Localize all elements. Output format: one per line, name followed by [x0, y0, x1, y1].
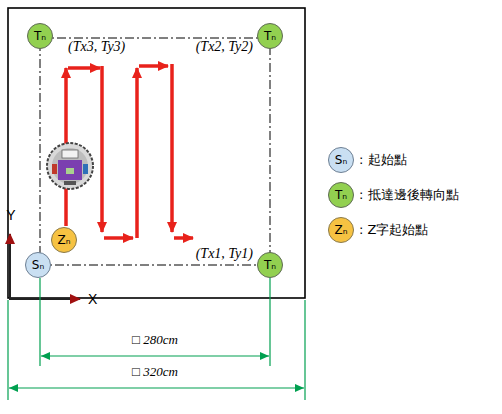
waypoint-label: Tₙ [264, 259, 276, 271]
waypoint-label: Sₙ [32, 259, 44, 271]
waypoint-circle: Tₙ [257, 23, 283, 49]
field-border [8, 8, 305, 298]
waypoint-circle: Sₙ [25, 252, 51, 278]
waypoint-circle: Zₙ [51, 227, 77, 253]
robot-icon [47, 143, 93, 189]
waypoint-label: Sₙ [335, 154, 347, 166]
legend-text: : Z字起始點 [359, 223, 428, 238]
waypoint-label: Zₙ [334, 224, 347, 236]
waypoint-label: Tₙ [264, 30, 276, 42]
waypoint-label: Tₙ [34, 30, 46, 42]
legend-text: : 起始點 [359, 153, 407, 168]
coordinate-label: (Tx3, Ty3) [66, 39, 127, 55]
legend-text: : 抵達邊後轉向點 [359, 188, 459, 203]
dimension-lines [8, 278, 305, 400]
waypoint-circle: Tₙ [257, 252, 283, 278]
path-boundary [40, 38, 270, 265]
waypoint-circle: Tₙ [328, 182, 354, 208]
waypoint-label: Zₙ [57, 234, 70, 246]
waypoint-circle: Sₙ [328, 147, 354, 173]
dimension-label: □ 280cm [129, 333, 181, 348]
coordinate-label: (Tx1, Ty1) [194, 246, 255, 262]
waypoint-label: Tₙ [335, 189, 347, 201]
axis-label: Y [6, 207, 15, 223]
axis-label: X [88, 291, 97, 307]
dimension-label: □ 320cm [129, 365, 181, 380]
axes [9, 234, 80, 300]
waypoint-circle: Zₙ [328, 217, 354, 243]
waypoint-circle: Tₙ [27, 23, 53, 49]
coordinate-label: (Tx2, Ty2) [194, 39, 255, 55]
